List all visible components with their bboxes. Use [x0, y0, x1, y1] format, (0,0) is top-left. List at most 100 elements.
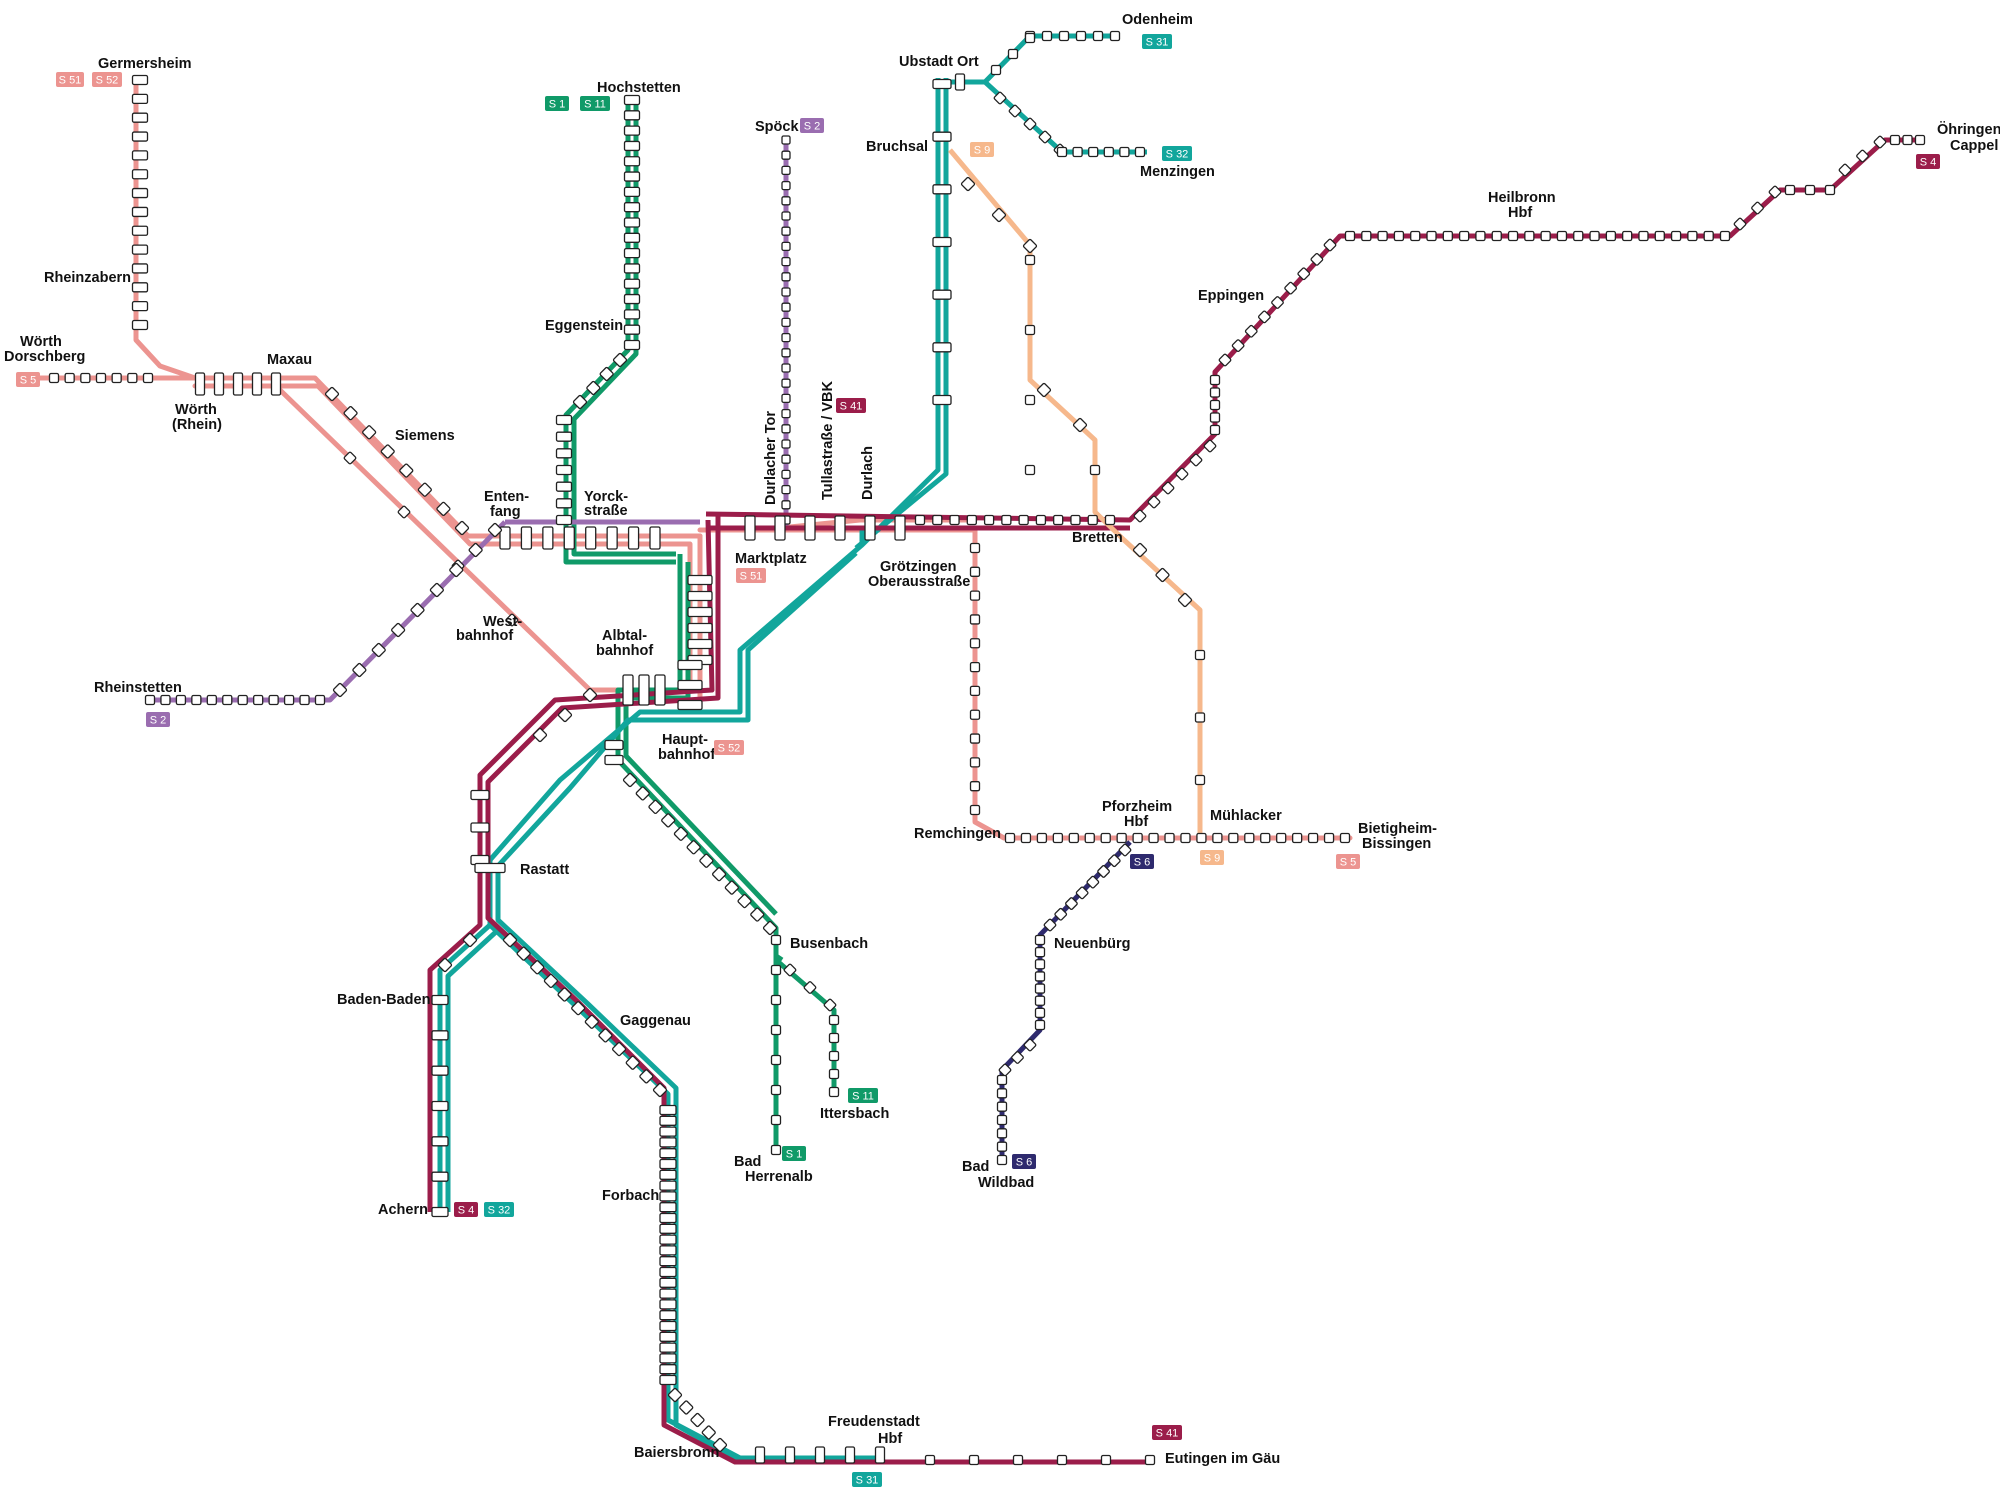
station-stop[interactable] [399, 463, 414, 478]
station-stop[interactable] [659, 1148, 677, 1159]
station-stop[interactable] [781, 454, 791, 464]
station-stop[interactable] [969, 733, 981, 744]
line-badge-s32-achern[interactable]: S 32 [484, 1202, 514, 1217]
label-oehringen-1[interactable]: Öhringen- [1937, 121, 2000, 138]
station-stop[interactable] [1034, 995, 1046, 1006]
label-albtalbahnhof-1[interactable]: Albtal- [602, 628, 647, 644]
station-stop[interactable] [874, 1446, 886, 1464]
station-stop[interactable] [781, 348, 791, 358]
station-stop[interactable] [770, 1024, 782, 1036]
station-stop[interactable] [659, 1137, 677, 1148]
station-stop[interactable] [687, 606, 713, 618]
station-stop[interactable] [1323, 832, 1335, 844]
station-stop[interactable] [1540, 230, 1551, 242]
station-stop[interactable] [1104, 514, 1116, 526]
station-stop[interactable] [611, 1041, 627, 1057]
station-stop[interactable] [1889, 134, 1901, 146]
station-stop[interactable] [659, 1104, 677, 1116]
station-stop[interactable] [557, 707, 573, 723]
station-stop[interactable] [623, 339, 641, 351]
station-stop[interactable] [649, 526, 661, 550]
label-woerth-dorschberg-2[interactable]: Dorschberg [4, 349, 85, 365]
line-badge-s11-itters[interactable]: S 11 [848, 1088, 878, 1103]
station-stop[interactable] [417, 482, 432, 497]
label-entenfang-1[interactable]: Enten- [484, 489, 529, 505]
station-stop[interactable] [1856, 149, 1869, 163]
station-stop[interactable] [283, 694, 295, 706]
label-menzingen[interactable]: Menzingen [1140, 164, 1215, 180]
label-forbach[interactable]: Forbach [602, 1188, 659, 1204]
station-stop[interactable] [1196, 832, 1207, 844]
station-stop[interactable] [1194, 649, 1206, 661]
station-stop[interactable] [571, 1001, 586, 1016]
station-stop[interactable] [429, 582, 444, 598]
station-stop[interactable] [623, 324, 641, 335]
station-stop[interactable] [131, 93, 149, 104]
station-stop[interactable] [659, 1277, 677, 1288]
station-stop[interactable] [724, 880, 739, 895]
station-stop[interactable] [1180, 832, 1191, 844]
station-stop[interactable] [623, 309, 641, 320]
station-stop[interactable] [969, 590, 981, 601]
station-stop[interactable] [1703, 230, 1714, 242]
station-stop[interactable] [774, 515, 786, 541]
line-badge-s52-germ[interactable]: S 52 [92, 72, 122, 87]
station-stop[interactable] [1054, 907, 1068, 921]
station-stop[interactable] [437, 957, 453, 973]
station-stop[interactable] [1244, 324, 1258, 338]
station-stop[interactable] [1654, 230, 1665, 242]
label-woerth-rhein-2[interactable]: (Rhein) [172, 417, 222, 433]
station-stop[interactable] [781, 135, 791, 145]
station-stop[interactable] [1134, 146, 1146, 158]
station-stop[interactable] [828, 1014, 840, 1026]
station-stop[interactable] [803, 981, 817, 994]
station-stop[interactable] [623, 263, 641, 274]
station-stop[interactable] [667, 1387, 683, 1403]
station-stop[interactable] [606, 526, 618, 550]
station-stop[interactable] [1605, 230, 1617, 242]
label-neuenbuerg[interactable]: Neuenbürg [1054, 936, 1131, 952]
station-stop[interactable] [659, 1299, 677, 1310]
station-stop[interactable] [781, 165, 791, 176]
station-stop[interactable] [659, 1342, 677, 1353]
station-stop[interactable] [1804, 184, 1816, 196]
station-stop[interactable] [996, 1154, 1008, 1166]
label-durlacher-tor[interactable]: Durlacher Tor [763, 411, 779, 505]
station-stop[interactable] [131, 187, 149, 199]
station-stop[interactable] [622, 674, 634, 706]
station-stop[interactable] [1020, 832, 1032, 844]
label-yorckstrasse-1[interactable]: Yorck- [584, 489, 628, 505]
label-pforzheim-1[interactable]: Pforzheim [1102, 799, 1172, 815]
station-stop[interactable] [1310, 252, 1324, 266]
station-stop[interactable] [1377, 230, 1388, 242]
station-stop[interactable] [397, 505, 411, 519]
station-stop[interactable] [623, 217, 641, 228]
station-stop[interactable] [1426, 230, 1437, 242]
label-marktplatz[interactable]: Marktplatz [735, 551, 807, 567]
station-stop[interactable] [1043, 918, 1057, 932]
station-stop[interactable] [659, 1353, 677, 1364]
station-stop[interactable] [954, 73, 966, 91]
label-bietigheim-2[interactable]: Bissingen [1362, 836, 1431, 852]
station-stop[interactable] [1116, 832, 1127, 844]
station-stop[interactable] [1344, 230, 1356, 242]
station-stop[interactable] [563, 526, 575, 550]
station-stop[interactable] [1056, 146, 1068, 158]
station-stop[interactable] [314, 694, 326, 706]
station-stop[interactable] [487, 522, 503, 538]
station-stop[interactable] [1070, 514, 1081, 526]
station-stop[interactable] [1132, 542, 1148, 558]
station-stop[interactable] [623, 186, 641, 198]
station-stop[interactable] [686, 840, 701, 855]
station-stop[interactable] [111, 372, 122, 384]
station-stop[interactable] [520, 526, 533, 550]
station-stop[interactable] [781, 256, 791, 267]
label-odenheim[interactable]: Odenheim [1122, 12, 1193, 28]
station-stop[interactable] [687, 574, 713, 586]
line-badge-s4-achern[interactable]: S 4 [454, 1202, 478, 1217]
station-stop[interactable] [131, 263, 149, 274]
station-stop[interactable] [1442, 230, 1453, 242]
station-stop[interactable] [737, 893, 752, 909]
label-germersheim[interactable]: Germersheim [98, 56, 192, 72]
station-stop[interactable] [781, 241, 791, 252]
